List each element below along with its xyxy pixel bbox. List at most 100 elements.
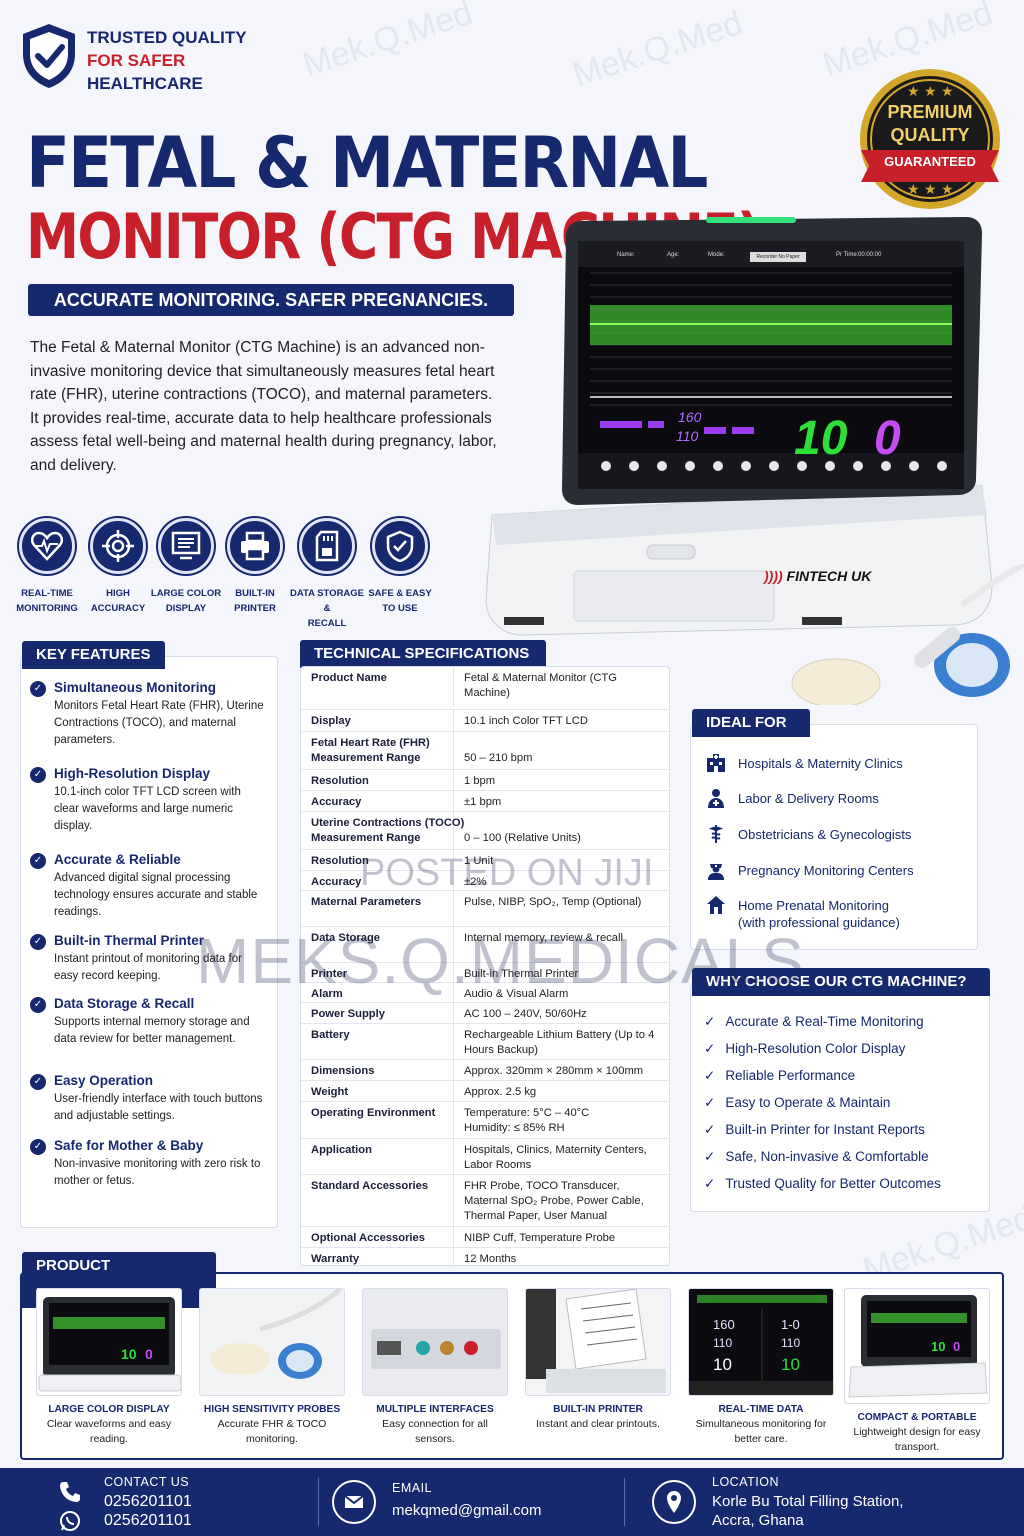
- key-feature-item: ✓ Data Storage & Recall Supports interna…: [30, 996, 265, 1048]
- specs-heading: TECHNICAL SPECIFICATIONS: [300, 640, 546, 668]
- highlight-title: COMPACT & PORTABLE: [857, 1412, 977, 1423]
- logo-watermark: Mek.Q.Med: [568, 3, 748, 95]
- spec-row: Fetal Heart Rate (FHR) Measurement Range…: [301, 731, 671, 769]
- whatsapp-number[interactable]: 0256201101: [104, 1512, 192, 1529]
- footer-divider: [624, 1478, 625, 1526]
- spec-key: Accuracy: [311, 796, 362, 808]
- ideal-for-item: Pregnancy Monitoring Centers: [706, 862, 914, 880]
- check-icon: ✓: [704, 1176, 716, 1192]
- feature-label: DISPLAY: [165, 603, 207, 614]
- ideal-for-label: Labor & Delivery Rooms: [738, 791, 879, 806]
- why-label: Reliable Performance: [725, 1068, 856, 1083]
- screen-mode-label: Mode:: [708, 252, 725, 258]
- realtime-thumbnail: 160 1-0 110 110 10 10: [688, 1288, 834, 1396]
- spec-key: Alarm: [311, 988, 343, 1000]
- seal-line-3: GUARANTEED: [884, 154, 976, 169]
- spec-key: Resolution: [311, 775, 369, 787]
- spec-value: Internal memory, review & recall: [464, 932, 623, 944]
- screen-name-label: Name:: [617, 252, 635, 258]
- feature-label: REAL-TIME: [21, 588, 73, 599]
- trust-line-3: HEALTHCARE: [87, 74, 203, 93]
- why-item: ✓High-Resolution Color Display: [704, 1041, 905, 1057]
- key-feature-title: High-Resolution Display: [54, 766, 211, 781]
- svg-text:★ ★ ★: ★ ★ ★: [907, 84, 954, 100]
- key-features-heading: KEY FEATURES: [22, 641, 165, 669]
- logo-watermark: Mek.Q.Med: [298, 0, 478, 85]
- key-feature-title: Simultaneous Monitoring: [54, 680, 216, 695]
- shield-check-icon: [23, 24, 75, 88]
- key-feature-title: Safe for Mother & Baby: [54, 1138, 204, 1153]
- interfaces-thumbnail: [362, 1288, 508, 1396]
- highlight-title: REAL-TIME DATA: [718, 1404, 804, 1415]
- footer-divider: [318, 1478, 319, 1526]
- key-feature-item: ✓ Safe for Mother & Baby Non-invasive mo…: [30, 1138, 265, 1190]
- probes-thumbnail: [199, 1288, 345, 1396]
- feature-display: LARGE COLOR DISPLAY: [148, 518, 224, 616]
- svg-text:0: 0: [145, 1346, 153, 1362]
- key-feature-desc: Advanced digital signal processing techn…: [54, 872, 258, 918]
- email-block: EMAIL mekqmed@gmail.com: [332, 1468, 612, 1536]
- page-title: FETAL & MATERNAL: [26, 122, 708, 204]
- check-icon: ✓: [704, 1149, 716, 1165]
- spec-key: Application: [311, 1144, 372, 1156]
- spec-value: 50 – 210 bpm: [464, 752, 533, 764]
- spec-key: Display: [311, 715, 351, 727]
- email-address[interactable]: mekqmed@gmail.com: [392, 1502, 542, 1519]
- premium-quality-seal: ★ ★ ★ ★ ★ ★ PREMIUM QUALITY GUARANTEED: [857, 66, 1003, 212]
- seal-graphic: ★ ★ ★ ★ ★ ★: [860, 69, 1000, 209]
- feature-label: TO USE: [382, 603, 418, 614]
- spec-key: Data Storage: [311, 932, 381, 944]
- feature-label: LARGE COLOR: [150, 588, 222, 599]
- highlight-item: 160 1-0 110 110 10 10 REAL-TIME DATA Sim…: [688, 1288, 834, 1447]
- ideal-for-label: Hospitals & Maternity Clinics: [738, 756, 903, 771]
- highlight-desc: Simultaneous monitoring for better care.: [695, 1418, 827, 1445]
- key-feature-item: ✓ Built-in Thermal Printer Instant print…: [30, 933, 265, 985]
- spec-key: Maternal Parameters: [311, 896, 422, 908]
- highlight-item: MULTIPLE INTERFACES Easy connection for …: [362, 1288, 508, 1447]
- brand-mark-icon: )))): [764, 568, 783, 584]
- highlight-title: LARGE COLOR DISPLAY: [48, 1404, 170, 1415]
- check-circle-icon: ✓: [30, 1139, 46, 1155]
- nurse-icon: [708, 864, 724, 880]
- spec-key: Power Supply: [311, 1008, 385, 1020]
- spec-value: Rechargeable Lithium Battery (Up to 4 Ho…: [464, 1029, 655, 1056]
- device-graphic: [485, 217, 1024, 708]
- feature-label: DATA STORAGE &: [289, 588, 365, 614]
- ideal-for-item: Hospitals & Maternity Clinics: [706, 754, 903, 772]
- why-item: ✓Built-in Printer for Instant Reports: [704, 1122, 925, 1138]
- home-icon: [707, 896, 725, 914]
- ideal-for-panel: [690, 724, 978, 950]
- ideal-for-item: Home Prenatal Monitoring (with professio…: [706, 896, 916, 931]
- why-label: Built-in Printer for Instant Reports: [725, 1122, 925, 1137]
- rt-value: 110: [781, 1336, 801, 1350]
- screen-age-label: Age:: [667, 252, 680, 258]
- ideal-for-item: Labor & Delivery Rooms: [706, 789, 879, 808]
- check-circle-icon: ✓: [30, 1074, 46, 1090]
- spec-row: Accuracy±2%: [301, 870, 671, 890]
- key-feature-desc: Non-invasive monitoring with zero risk t…: [54, 1158, 261, 1187]
- why-label: Easy to Operate & Maintain: [725, 1095, 891, 1110]
- why-choose-heading: WHY CHOOSE OUR CTG MACHINE?: [692, 968, 990, 996]
- check-icon: ✓: [704, 1095, 716, 1111]
- intro-paragraph: The Fetal & Maternal Monitor (CTG Machin…: [30, 339, 497, 474]
- key-feature-desc: User-friendly interface with touch butto…: [54, 1093, 263, 1122]
- phone-number[interactable]: 0256201101: [104, 1493, 192, 1510]
- spec-value: 1 Unit: [464, 855, 494, 867]
- spec-value: FHR Probe, TOCO Transducer, Maternal SpO…: [464, 1180, 644, 1222]
- spec-key: Product Name: [311, 672, 387, 684]
- seal-line-2: QUALITY: [890, 125, 970, 145]
- check-icon: ✓: [704, 1068, 716, 1084]
- brand-name: FINTECH UK: [786, 568, 872, 584]
- svg-text:★ ★ ★: ★ ★ ★: [907, 182, 954, 198]
- rt-value: 1-0: [781, 1317, 800, 1332]
- highlight-desc: Clear waveforms and easy reading.: [46, 1418, 172, 1445]
